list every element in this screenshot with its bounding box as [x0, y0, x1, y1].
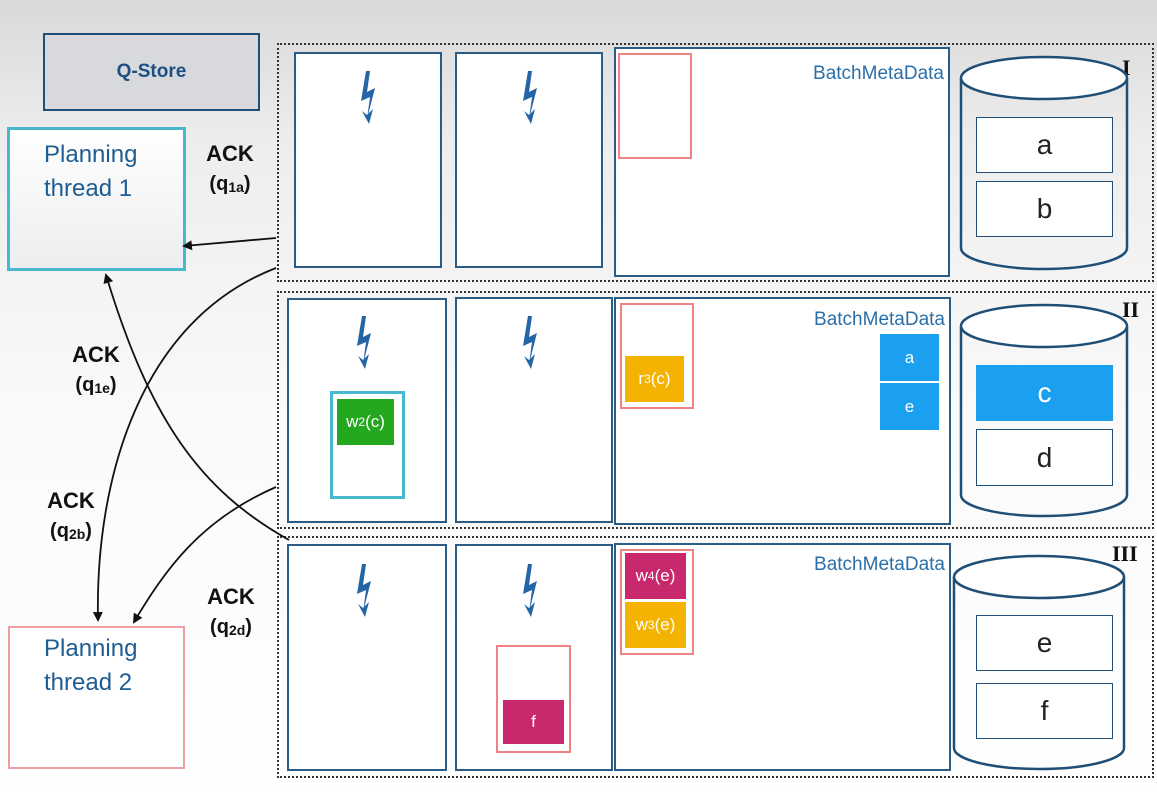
- ack-q2d: ACK (q2d): [193, 582, 269, 645]
- worker-panel-3-2: f: [455, 544, 613, 771]
- q-store-box: Q-Store: [43, 33, 260, 111]
- txn-queue-box: [496, 645, 571, 753]
- store-cell-a: a: [976, 117, 1113, 173]
- pending-batch-box: [618, 53, 692, 159]
- lightning-bolt-icon: [523, 564, 537, 617]
- ack-q1e: ACK (q1e): [58, 340, 134, 403]
- txn-queue-box: [330, 391, 405, 499]
- planning-thread-1-line2: thread 1: [44, 175, 133, 202]
- planning-thread-2: Planning thread 2: [8, 626, 185, 769]
- planning-thread-2-line1: Planning: [44, 635, 138, 662]
- arrow-ack-q2b: [92, 267, 277, 622]
- database-cylinder-icon: [952, 554, 1126, 771]
- lightning-bolt-icon: [357, 564, 371, 617]
- q-store-label: Q-Store: [116, 61, 187, 82]
- arrow-ack-q1a: [182, 237, 277, 251]
- batch-metadata-label: BatchMetaData: [814, 554, 945, 575]
- meta-key-e: e: [880, 383, 939, 430]
- ack-label: ACK: [72, 342, 120, 367]
- region-1-numeral: I: [1122, 55, 1131, 80]
- planning-thread-1-line1: Planning: [44, 141, 138, 168]
- ack-query: (q1a): [209, 173, 251, 195]
- store-cell-f: f: [976, 683, 1113, 739]
- region-3-numeral: III: [1112, 541, 1138, 566]
- store-cell-c: c: [976, 365, 1113, 421]
- store-cell-b: b: [976, 181, 1113, 237]
- meta-key-a: a: [880, 334, 939, 381]
- store-cell-d: d: [976, 429, 1113, 486]
- ack-q2b: ACK (q2b): [33, 486, 109, 549]
- ack-label: ACK: [206, 141, 254, 166]
- pending-batch-box: [620, 549, 694, 655]
- store-cell-e: e: [976, 615, 1113, 671]
- lightning-bolt-icon: [357, 316, 371, 369]
- worker-panel-3-1: [287, 544, 447, 771]
- database-cylinder-icon: [959, 303, 1129, 518]
- region-2-numeral: II: [1122, 297, 1140, 322]
- arrow-ack-q2d: [132, 486, 277, 624]
- ack-label: ACK: [207, 584, 255, 609]
- pending-batch-box: [620, 303, 694, 409]
- ack-q1a: ACK (q1a): [192, 139, 268, 202]
- batch-metadata-label: BatchMetaData: [814, 309, 945, 330]
- planning-thread-1: Planning thread 1: [7, 127, 186, 271]
- planning-thread-2-line2: thread 2: [44, 669, 133, 696]
- batch-metadata-panel-1: BatchMetaData: [614, 47, 950, 277]
- ack-label: ACK: [47, 488, 95, 513]
- txn-f: f: [503, 700, 564, 744]
- lightning-bolt-icon: [523, 71, 537, 124]
- worker-panel-1-1: [294, 52, 442, 268]
- database-cylinder-icon: [959, 55, 1129, 271]
- region-3: [277, 536, 1154, 778]
- region-1: [277, 43, 1154, 282]
- lightning-bolt-icon: [361, 71, 375, 124]
- lightning-bolt-icon: [523, 316, 537, 369]
- ack-query: (q2b): [50, 520, 92, 542]
- region-2: [277, 291, 1154, 529]
- arrow-ack-q1e: [103, 273, 290, 541]
- ack-query: (q1e): [75, 374, 117, 396]
- batch-metadata-label: BatchMetaData: [813, 63, 944, 84]
- ack-query: (q2d): [210, 616, 252, 638]
